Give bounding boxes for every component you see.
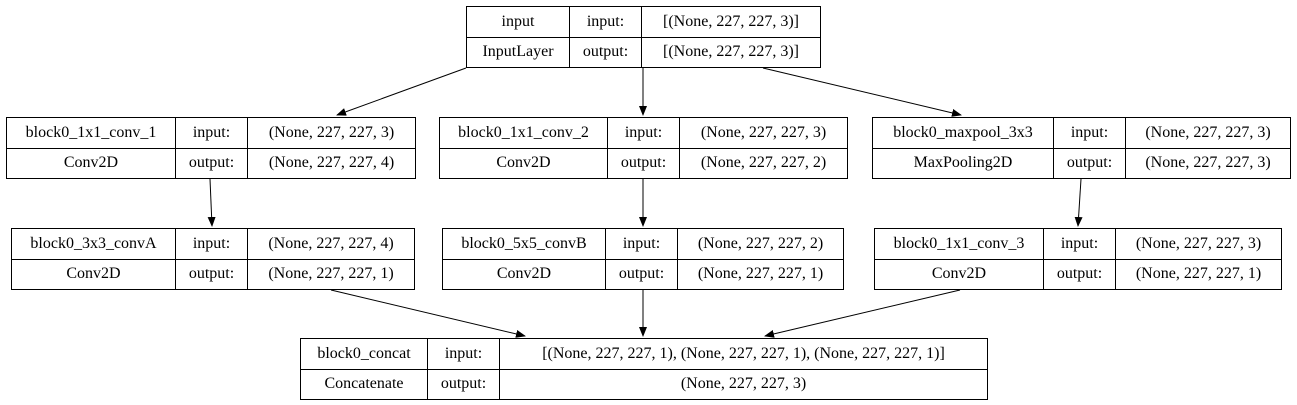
input-shape: (None, 227, 227, 2)	[677, 228, 844, 260]
node-block0-1x1-conv-3[interactable]: block0_1x1_conv_3 input: (None, 227, 227…	[874, 228, 1282, 290]
node-input-layer[interactable]: input input: [(None, 227, 227, 3)] Input…	[466, 6, 821, 68]
output-shape: (None, 227, 227, 1)	[1115, 258, 1282, 290]
layer-type: Conv2D	[6, 147, 176, 179]
node-block0-maxpool-3x3[interactable]: block0_maxpool_3x3 input: (None, 227, 22…	[872, 117, 1291, 179]
input-shape: (None, 227, 227, 3)	[1115, 228, 1282, 260]
edge-input-layer-to-conv-1	[336, 67, 467, 116]
layer-name: block0_maxpool_3x3	[872, 117, 1054, 149]
output-label: output:	[1043, 258, 1116, 290]
input-label: input:	[1053, 117, 1126, 149]
layer-type: Conv2D	[442, 258, 606, 290]
node-block0-1x1-conv-2[interactable]: block0_1x1_conv_2 input: (None, 227, 227…	[439, 117, 848, 179]
output-shape: [(None, 227, 227, 3)]	[641, 36, 821, 68]
output-label: output:	[175, 147, 248, 179]
input-label: input:	[607, 117, 680, 149]
input-shape: (None, 227, 227, 4)	[247, 228, 415, 260]
layer-name: input	[466, 6, 570, 38]
input-shape: [(None, 227, 227, 1), (None, 227, 227, 1…	[499, 338, 988, 370]
edge-conv-1-to-conv-a	[207, 178, 216, 227]
input-label: input:	[605, 228, 678, 260]
layer-type: Conv2D	[11, 258, 176, 290]
layer-type: Conv2D	[439, 147, 608, 179]
layer-name: block0_1x1_conv_2	[439, 117, 608, 149]
edge-conv-a-to-concat	[330, 289, 526, 338]
input-label: input:	[569, 6, 642, 38]
layer-name: block0_3x3_convA	[11, 228, 176, 260]
output-shape: (None, 227, 227, 3)	[1125, 147, 1291, 179]
node-block0-5x5-convb[interactable]: block0_5x5_convB input: (None, 227, 227,…	[442, 228, 844, 290]
layer-name: block0_concat	[300, 338, 428, 370]
input-shape: [(None, 227, 227, 3)]	[641, 6, 821, 38]
output-label: output:	[605, 258, 678, 290]
output-shape: (None, 227, 227, 2)	[679, 147, 848, 179]
layer-name: block0_1x1_conv_1	[6, 117, 176, 149]
output-label: output:	[427, 368, 500, 400]
node-block0-1x1-conv-1[interactable]: block0_1x1_conv_1 input: (None, 227, 227…	[6, 117, 416, 179]
input-shape: (None, 227, 227, 3)	[679, 117, 848, 149]
node-block0-3x3-conva[interactable]: block0_3x3_convA input: (None, 227, 227,…	[11, 228, 415, 290]
layer-type: Conv2D	[874, 258, 1044, 290]
input-label: input:	[175, 117, 248, 149]
input-label: input:	[175, 228, 248, 260]
output-shape: (None, 227, 227, 1)	[677, 258, 844, 290]
layer-type: Concatenate	[300, 368, 428, 400]
output-shape: (None, 227, 227, 4)	[247, 147, 416, 179]
output-label: output:	[569, 36, 642, 68]
layer-name: block0_5x5_convB	[442, 228, 606, 260]
output-label: output:	[607, 147, 680, 179]
output-shape: (None, 227, 227, 1)	[247, 258, 415, 290]
layer-type: InputLayer	[466, 36, 570, 68]
layer-name: block0_1x1_conv_3	[874, 228, 1044, 260]
output-shape: (None, 227, 227, 3)	[499, 368, 988, 400]
node-block0-concat[interactable]: block0_concat input: [(None, 227, 227, 1…	[300, 338, 988, 400]
input-label: input:	[427, 338, 500, 370]
input-shape: (None, 227, 227, 3)	[247, 117, 416, 149]
input-label: input:	[1043, 228, 1116, 260]
output-label: output:	[175, 258, 248, 290]
edge-input-layer-to-maxpool	[762, 67, 962, 117]
output-label: output:	[1053, 147, 1126, 179]
input-shape: (None, 227, 227, 3)	[1125, 117, 1291, 149]
layer-type: MaxPooling2D	[872, 147, 1054, 179]
edge-maxpool-to-conv-3	[1074, 178, 1083, 227]
edge-conv-3-to-concat	[764, 289, 961, 338]
